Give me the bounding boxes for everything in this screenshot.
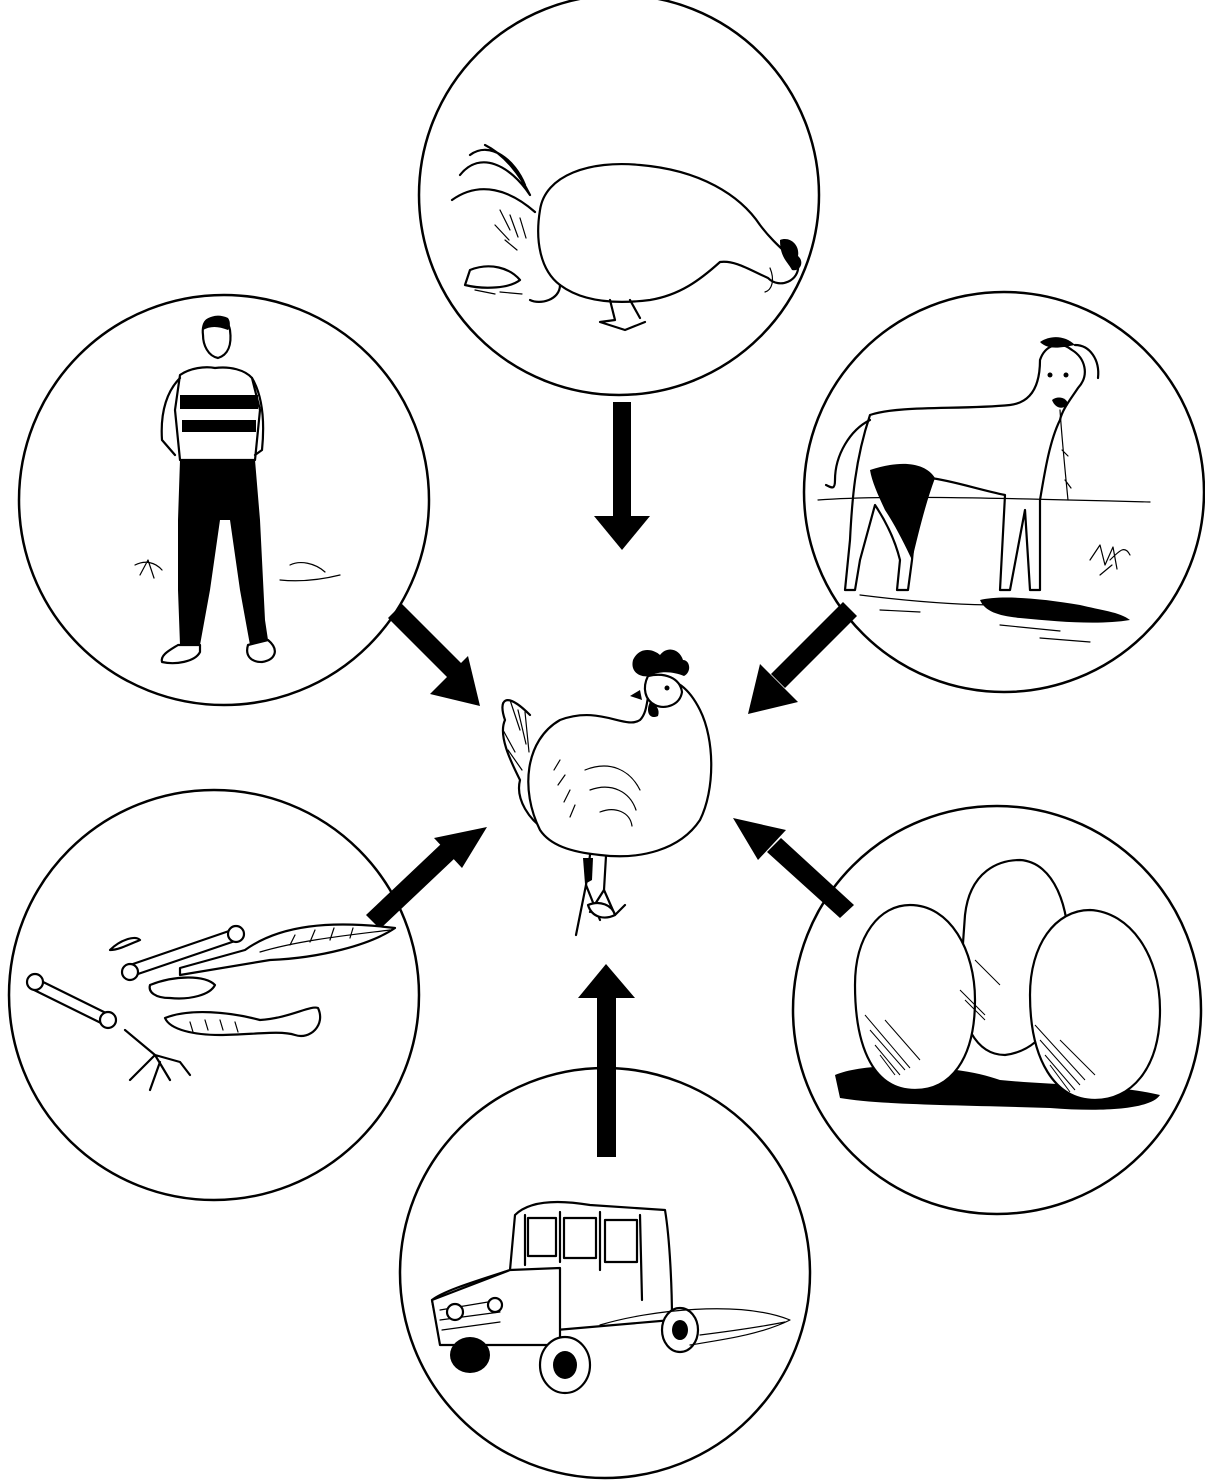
rooster-icon [502,650,711,935]
arrow-from-sick-chicken [594,402,650,550]
arrow-from-chicken-remains [366,827,487,929]
arrow-from-person [388,604,480,706]
arrow-from-eggs [733,818,854,918]
arrow-from-dog [748,602,857,714]
